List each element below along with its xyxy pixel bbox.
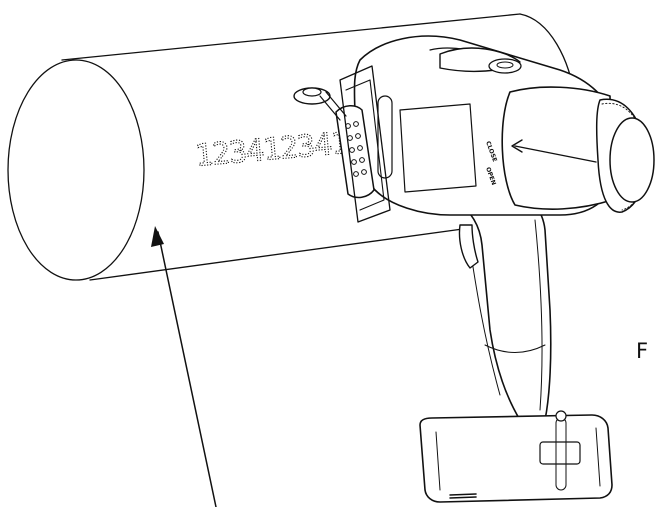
battery-pack — [419, 414, 613, 503]
callout-arrow — [151, 226, 217, 507]
top-ring — [488, 58, 522, 74]
label-panel — [399, 103, 477, 193]
cylinder-workpiece — [7, 13, 576, 281]
head-bracket — [339, 65, 391, 223]
side-slot — [377, 95, 393, 179]
callout-letter: F — [636, 339, 648, 363]
cylinder-end-face — [7, 59, 145, 281]
trigger — [458, 224, 479, 269]
battery-vent — [449, 493, 477, 499]
nose-cone — [501, 86, 613, 210]
marking-tool: CLOSE OPEN — [293, 35, 655, 503]
tool-handle — [454, 187, 552, 421]
adjustment-knob — [293, 87, 347, 121]
front-cap — [609, 117, 655, 203]
battery-latch — [539, 441, 581, 465]
